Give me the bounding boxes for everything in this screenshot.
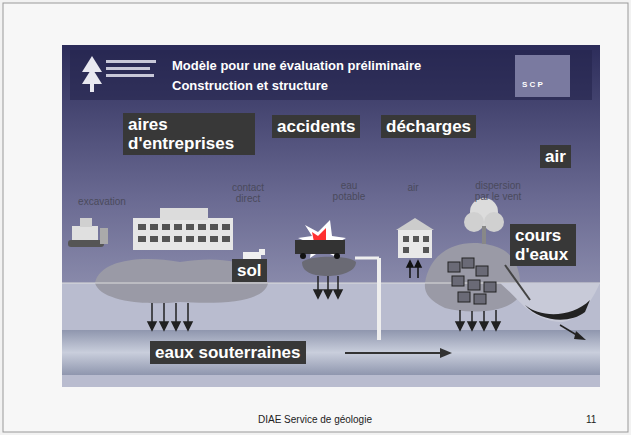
logo-text: S C P [522, 80, 543, 89]
text-box: décharges [381, 115, 476, 138]
text-box: sol [232, 259, 267, 282]
text-box: eaux souterraines [150, 341, 306, 364]
text-box: air [540, 145, 571, 168]
box-label: aires d'entreprises [128, 115, 250, 153]
box-label: accidents [277, 117, 355, 136]
slide-title: Modèle pour une évaluation préliminaire [172, 58, 421, 73]
text-box: aires d'entreprises [123, 113, 255, 155]
box-label: décharges [386, 117, 471, 136]
annotation: contact direct [228, 182, 268, 204]
annotation: dispersion par le vent [470, 180, 526, 202]
box-label: sol [237, 261, 262, 280]
box-label: cours d'eaux [515, 226, 571, 264]
annotation: eau potable [328, 180, 370, 202]
subtitle: Construction et structure [172, 78, 328, 93]
text-box: accidents [272, 115, 360, 138]
annotation: air [398, 182, 428, 193]
text-box: cours d'eaux [510, 224, 576, 266]
annotation: excavation [72, 196, 132, 207]
footer-caption: DIAE Service de géologie [258, 414, 372, 425]
box-label: eaux souterraines [155, 343, 301, 362]
page-number: 11 [586, 414, 596, 425]
box-label: air [545, 147, 566, 166]
